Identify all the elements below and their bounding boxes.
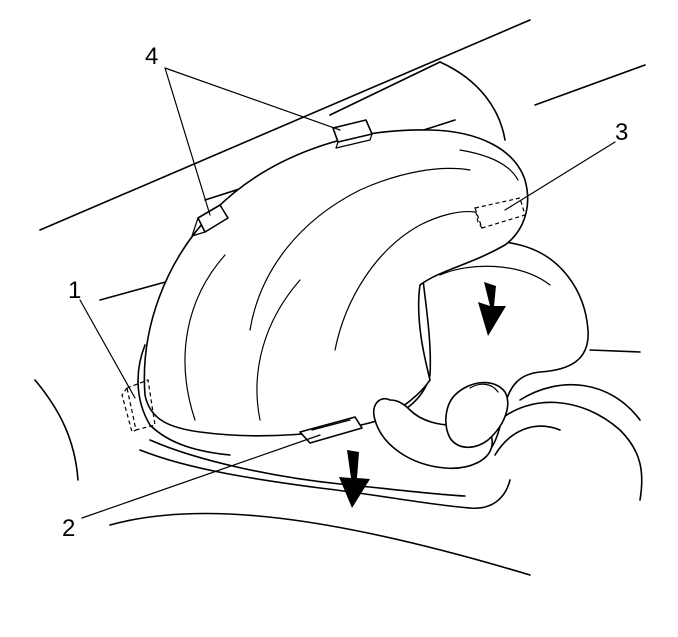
callout-label-4: 4: [145, 43, 158, 70]
hidden-clip-upper-right: [474, 197, 526, 229]
leader-lines: [79, 67, 616, 519]
callout-label-2: 2: [62, 515, 75, 542]
callout-label-1: 1: [68, 277, 81, 304]
lower-console: [139, 383, 643, 509]
callout-label-3: 3: [615, 119, 628, 146]
hidden-clip-side: [121, 379, 156, 433]
column-stalk: [372, 381, 509, 470]
down-arrow-right: [478, 282, 506, 336]
retaining-clip-upper: [332, 119, 373, 149]
cluster-trim-panel: [137, 129, 529, 456]
retaining-clip-left: [191, 204, 229, 237]
down-arrow-lower: [339, 450, 370, 508]
